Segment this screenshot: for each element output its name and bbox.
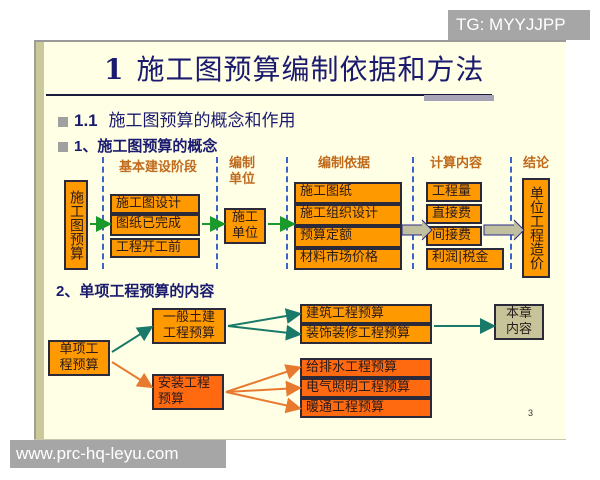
bullet-1-1: 1.1 施工图预算的概念和作用 <box>58 106 295 131</box>
slide-sidebar <box>34 42 44 439</box>
basis-item: 预算定额 <box>294 226 402 248</box>
install-child: 给排水工程预算 <box>300 358 432 378</box>
title-rule-accent <box>424 95 494 101</box>
basis-item: 材料市场价格 <box>294 248 402 270</box>
column-divider <box>412 157 414 269</box>
root-line: 程预算 <box>59 358 99 373</box>
tg-badge: TG: MYYJJPP <box>448 10 590 40</box>
title-text: 施工图预算编制依据和方法 <box>136 53 485 86</box>
branch-civil: 一般土建 工程预算 <box>152 308 226 344</box>
stage-item: 施工图设计 <box>110 194 200 214</box>
basis-item: 施工组织设计 <box>294 204 402 226</box>
bullet-1: 1、施工图预算的概念 <box>58 135 217 156</box>
bullet-text: 施工图预算的概念和作用 <box>108 111 296 131</box>
summary-box: 本章 内容 <box>494 304 544 340</box>
bullet-number: 1.1 <box>74 111 98 130</box>
title-number: 1 <box>104 53 125 86</box>
column-divider <box>510 157 512 269</box>
column-header-conclusion: 结论 <box>522 156 549 171</box>
root-line: 单项工 <box>59 342 99 357</box>
calc-item: 工程量 <box>426 182 482 202</box>
civil-child: 装饰装修工程预算 <box>300 324 432 344</box>
stage-item: 图纸已完成 <box>110 214 200 236</box>
column-header-calc: 计算内容 <box>429 156 482 171</box>
conclusion-box: 单位工程造价 <box>522 178 550 278</box>
column-divider <box>102 157 104 269</box>
branch-line: 工程预算 <box>162 326 215 341</box>
unit-line: 施工 <box>231 210 258 225</box>
bullet-text: 施工图预算的概念 <box>97 137 218 155</box>
header-line: 编制 <box>228 156 255 171</box>
civil-child: 建筑工程预算 <box>300 304 432 324</box>
calc-item: 间接费 <box>426 226 482 246</box>
column-header-stage: 基本建设阶段 <box>118 160 197 175</box>
install-child: 暖通工程预算 <box>300 398 432 418</box>
title-rule <box>46 94 492 96</box>
header-line: 单位 <box>228 172 255 187</box>
block-arrow-2 <box>483 219 525 241</box>
bullet-number: 2、 <box>56 283 80 300</box>
page-number: 3 <box>528 408 534 418</box>
watermark: www.prc-hq-leyu.com <box>10 440 226 468</box>
branch-line: 安装工程 <box>158 376 211 391</box>
stage-item: 工程开工前 <box>110 238 200 258</box>
root-box: 单项工 程预算 <box>48 340 110 376</box>
slide: 1 施工图预算编制依据和方法 1.1 施工图预算的概念和作用 1、施工图预算的概念… <box>34 40 566 440</box>
bullet-text: 单项工程预算的内容 <box>79 282 215 300</box>
unit-line: 单位 <box>231 226 258 241</box>
column-header-basis: 编制依据 <box>317 156 370 171</box>
branch-line: 一般土建 <box>162 310 215 325</box>
summary-line: 内容 <box>505 322 532 337</box>
bullet-number: 1、 <box>74 138 98 155</box>
bullet-square-icon <box>58 142 68 152</box>
calc-item: 利润|税金 <box>426 248 504 270</box>
column-header-unit: 编制 单位 <box>222 156 262 188</box>
install-child: 电气照明工程预算 <box>300 378 432 398</box>
unit-box: 施工 单位 <box>224 208 266 244</box>
summary-line: 本章 <box>505 306 532 321</box>
branch-line: 预算 <box>158 392 185 407</box>
basis-item: 施工图纸 <box>294 182 402 204</box>
bullet-2: 2、单项工程预算的内容 <box>56 280 214 301</box>
calc-item: 直接费 <box>426 204 482 224</box>
bullet-square-icon <box>58 116 68 127</box>
column-divider <box>216 157 218 269</box>
column-divider <box>286 157 288 269</box>
start-box: 施工图预算 <box>64 180 88 270</box>
slide-title: 1 施工图预算编制依据和方法 <box>104 48 485 88</box>
branch-install: 安装工程 预算 <box>152 374 224 410</box>
